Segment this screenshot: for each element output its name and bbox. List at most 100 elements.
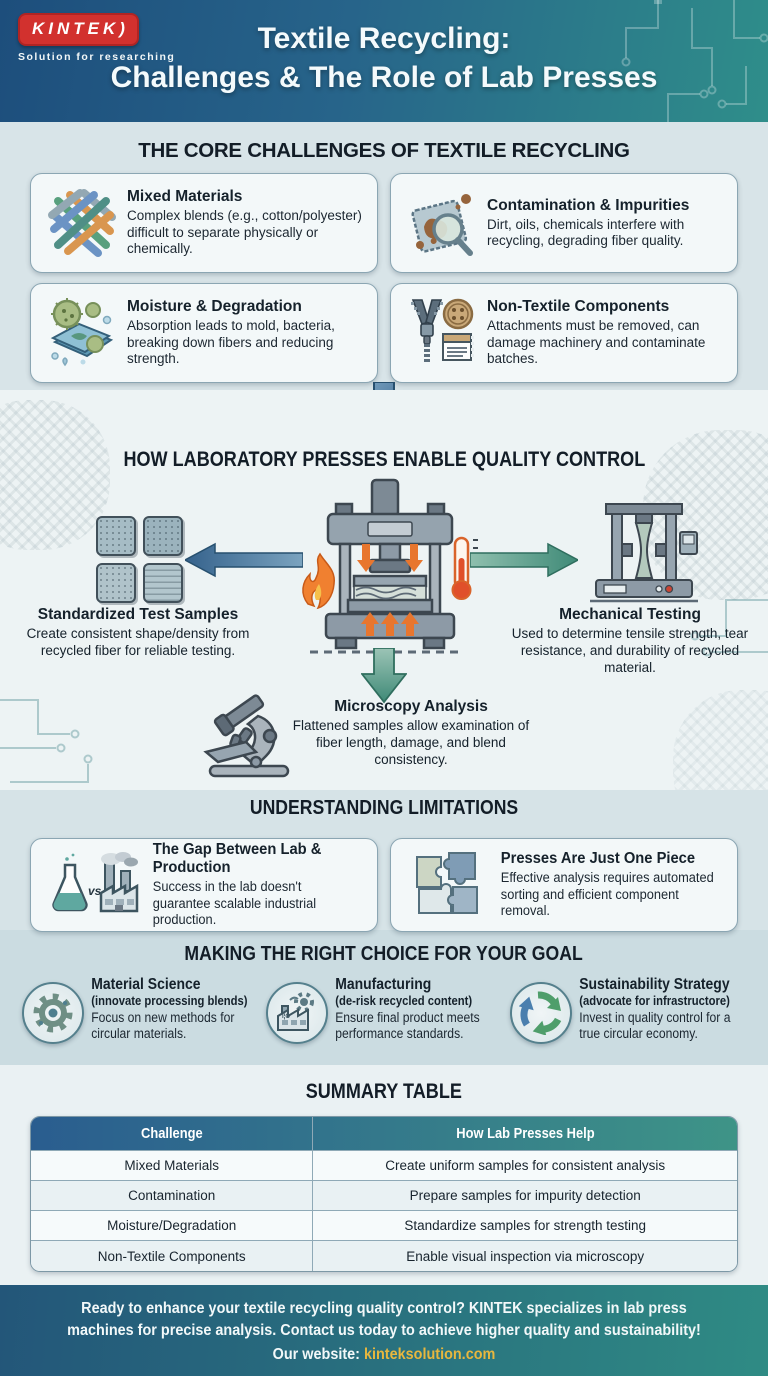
page-title-line2: Challenges & The Role of Lab Presses	[110, 60, 658, 94]
weave-pattern-decoration	[673, 690, 768, 790]
mold-fabric-icon	[41, 296, 123, 370]
section-limitations: UNDERSTANDING LIMITATIONS vs	[0, 790, 768, 932]
goal-columns: Material Science (innovate processing bl…	[22, 976, 754, 1044]
goal-body: Invest in quality control for a true cir…	[579, 1009, 731, 1041]
challenge-card-text: Moisture & Degradation Absorption leads …	[123, 298, 367, 367]
table-cell-help: Prepare samples for impurity detection	[313, 1181, 737, 1211]
table-cell-challenge: Mixed Materials	[31, 1151, 314, 1181]
goal-subtitle: (innovate processing blends)	[91, 993, 248, 1008]
goal-sustainability: Sustainability Strategy (advocate for in…	[510, 976, 754, 1044]
challenge-card-text: Contamination & Impurities Dirt, oils, c…	[483, 197, 727, 250]
arrow-to-microscopy-icon	[361, 648, 407, 704]
goal-manufacturing: I¦O Manufacturing (de-risk recycled cont…	[266, 976, 510, 1044]
section-core-challenges: THE CORE CHALLENGES OF TEXTILE RECYCLING…	[0, 122, 768, 390]
limitation-card-body: Effective analysis requires automated so…	[500, 870, 714, 919]
page-title: Textile Recycling: Challenges & The Role…	[0, 20, 768, 97]
arrow-to-testing-icon	[470, 542, 578, 578]
challenge-card-title: Moisture & Degradation	[127, 298, 302, 316]
kintek-logo: KINTEK) Solution for researching	[18, 13, 175, 63]
limitation-card-text: Presses Are Just One Piece Effective ana…	[497, 850, 716, 919]
microscopy-analysis-body: Flattened samples allow examination of f…	[292, 718, 530, 767]
recycle-icon	[510, 982, 572, 1044]
page-title-line1: Textile Recycling:	[257, 22, 511, 55]
summary-table-heading-text: SUMMARY TABLE	[305, 1080, 463, 1103]
goal-title: Material Science	[91, 976, 201, 993]
lab-press-icon	[302, 478, 478, 654]
summary-col-challenge-text: Challenge	[140, 1125, 203, 1142]
challenge-card-text: Non-Textile Components Attachments must …	[483, 298, 727, 367]
goal-material-science: Material Science (innovate processing bl…	[22, 976, 266, 1044]
challenge-card-body: Absorption leads to mold, bacteria, brea…	[127, 318, 335, 367]
summary-col-challenge: Challenge	[31, 1117, 314, 1151]
section-right-choice-heading: MAKING THE RIGHT CHOICE FOR YOUR GOAL	[0, 942, 768, 966]
table-row: Mixed Materials Create uniform samples f…	[31, 1151, 737, 1181]
standardized-samples-body: Create consistent shape/density from rec…	[26, 626, 250, 658]
weave-pattern-decoration	[0, 400, 110, 550]
goal-text: Manufacturing (de-risk recycled content)…	[328, 976, 492, 1042]
challenge-card-text: Mixed Materials Complex blends (e.g., co…	[123, 188, 367, 257]
logo-tagline: Solution for researching	[18, 51, 176, 63]
test-sample-square	[96, 516, 136, 556]
svg-text:I¦O: I¦O	[282, 1014, 290, 1020]
table-row: Moisture/Degradation Standardize samples…	[31, 1211, 737, 1241]
goal-subtitle: (de-risk recycled content)	[335, 993, 473, 1008]
section-limitations-heading-text: UNDERSTANDING LIMITATIONS	[249, 796, 519, 819]
section-right-choice: MAKING THE RIGHT CHOICE FOR YOUR GOAL Ma…	[0, 930, 768, 1065]
goal-body: Ensure final product meets performance s…	[335, 1009, 480, 1041]
arrow-to-samples-icon	[185, 542, 303, 578]
zipper-button-label-icon	[401, 296, 483, 370]
standardized-samples-label: Standardized Test Samples Create consist…	[3, 606, 273, 660]
table-cell-challenge: Moisture/Degradation	[31, 1211, 314, 1241]
table-cell-challenge: Contamination	[31, 1181, 314, 1211]
section-limitations-heading: UNDERSTANDING LIMITATIONS	[0, 796, 768, 820]
challenge-card-title: Contamination & Impurities	[487, 196, 690, 214]
table-cell-help: Create uniform samples for consistent an…	[313, 1151, 737, 1181]
factory-icon: I¦O	[266, 982, 328, 1044]
footer-website-line: Our website: kinteksolution.com	[27, 1346, 741, 1364]
kintek-logo-box: KINTEK)	[18, 13, 139, 46]
header: KINTEK) Solution for researching Textile…	[0, 0, 768, 122]
footer-message: Ready to enhance your textile recycling …	[67, 1300, 701, 1339]
table-row: Contamination Prepare samples for impuri…	[31, 1181, 737, 1211]
test-samples-icon	[96, 516, 183, 603]
gear-icon	[22, 982, 84, 1044]
goal-text: Material Science (innovate processing bl…	[84, 976, 248, 1042]
puzzle-pieces-icon	[401, 849, 497, 921]
section-summary-table: SUMMARY TABLE Challenge How Lab Presses …	[0, 1065, 768, 1285]
microscopy-analysis-title: Microscopy Analysis	[334, 698, 488, 715]
section-quality-control-heading: HOW LABORATORY PRESSES ENABLE QUALITY CO…	[0, 448, 768, 472]
woven-fibers-icon	[41, 187, 123, 259]
section-right-choice-heading-text: MAKING THE RIGHT CHOICE FOR YOUR GOAL	[184, 942, 584, 965]
challenge-card-contamination: Contamination & Impurities Dirt, oils, c…	[390, 173, 738, 273]
standardized-samples-title: Standardized Test Samples	[37, 606, 239, 623]
test-sample-square	[143, 563, 183, 603]
mechanical-testing-label: Mechanical Testing Used to determine ten…	[494, 606, 766, 677]
summary-table-header-row: Challenge How Lab Presses Help	[31, 1117, 737, 1151]
kintek-logo-mark: )	[119, 19, 125, 38]
limitation-cards-grid: vs The Gap Between Lab & Production Succ…	[30, 830, 738, 932]
summary-table: Challenge How Lab Presses Help Mixed Mat…	[30, 1116, 738, 1272]
kintek-logo-text: KINTEK	[32, 19, 120, 38]
challenge-card-body: Dirt, oils, chemicals interfere with rec…	[487, 216, 685, 248]
table-row: Non-Textile Components Enable visual ins…	[31, 1241, 737, 1271]
table-cell-help: Enable visual inspection via microscopy	[313, 1241, 737, 1271]
challenge-card-body: Attachments must be removed, can damage …	[487, 318, 706, 367]
microscopy-analysis-label: Microscopy Analysis Flattened samples al…	[286, 698, 536, 769]
goal-title: Manufacturing	[335, 976, 432, 993]
challenge-card-non-textile: Non-Textile Components Attachments must …	[390, 283, 738, 383]
limitation-card-text: The Gap Between Lab & Production Success…	[149, 841, 356, 928]
summary-table-heading: SUMMARY TABLE	[0, 1080, 768, 1104]
goal-title: Sustainability Strategy	[579, 976, 730, 993]
limitation-card-title: Presses Are Just One Piece	[500, 850, 696, 868]
limitation-card-body: Success in the lab doesn't guarantee sca…	[152, 879, 317, 928]
challenge-card-mixed-materials: Mixed Materials Complex blends (e.g., co…	[30, 173, 378, 273]
section-core-challenges-heading: THE CORE CHALLENGES OF TEXTILE RECYCLING	[138, 139, 630, 162]
challenge-card-title: Mixed Materials	[127, 188, 243, 206]
website-link[interactable]: kinteksolution.com	[363, 1346, 496, 1364]
challenge-card-moisture: Moisture & Degradation Absorption leads …	[30, 283, 378, 383]
test-sample-square	[143, 516, 183, 556]
challenge-cards-grid: Mixed Materials Complex blends (e.g., co…	[30, 173, 738, 383]
stained-fabric-magnifier-icon	[401, 187, 483, 259]
vs-label: vs	[88, 884, 102, 898]
